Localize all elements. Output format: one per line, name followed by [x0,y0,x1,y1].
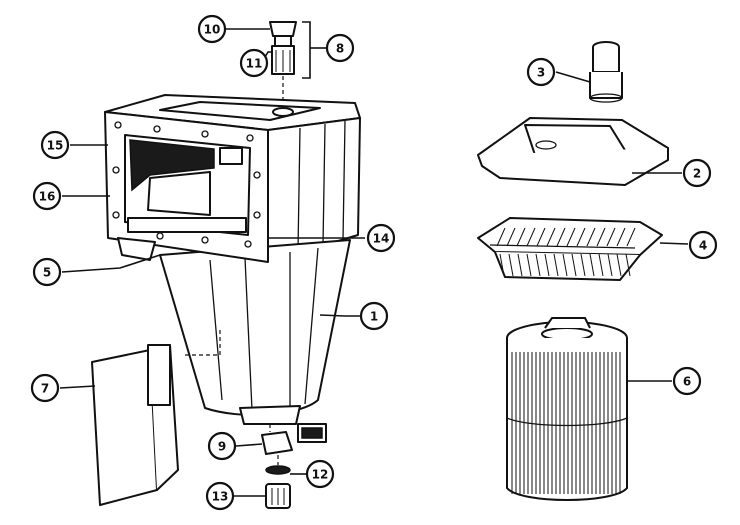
callout-label: 10 [204,23,221,37]
callout-label: 8 [336,42,344,56]
callout-9: 9 [207,431,237,461]
faceplate-part [104,111,269,263]
callout-label: 4 [699,239,707,253]
callout-11: 11 [239,48,269,78]
leader-7 [59,385,96,389]
callout-label: 11 [246,57,263,71]
callout-14: 14 [366,223,396,253]
callout-label: 14 [373,232,390,246]
callout-label: 5 [43,266,51,280]
callout-5: 5 [32,257,62,287]
bracket-8 [302,21,311,79]
callout-label: 16 [39,190,56,204]
callout-label: 9 [218,440,226,454]
basket-part [477,217,663,281]
callout-4: 4 [688,230,718,260]
callout-8: 8 [325,33,355,63]
callout-label: 1 [370,310,378,324]
leader-3 [555,71,591,83]
leader-1 [319,314,360,317]
washer-12-part [265,465,291,475]
callout-6: 6 [672,366,702,396]
callout-13: 13 [205,481,235,511]
callout-7: 7 [30,373,60,403]
callout-label: 3 [537,66,545,80]
callout-label: 2 [693,167,701,181]
callout-label: 7 [41,382,49,396]
lid-part [477,117,669,186]
cartridge-part [506,317,628,501]
callout-15: 15 [40,130,70,160]
fitting-9-part [261,423,327,455]
callout-2: 2 [682,158,712,188]
callout-12: 12 [305,459,335,489]
callout-label: 6 [683,375,691,389]
callout-1: 1 [359,301,389,331]
callout-3: 3 [526,57,556,87]
adapter-part [589,41,623,103]
leader-9 [235,443,263,447]
callout-label: 13 [212,490,229,504]
callout-10: 10 [197,14,227,44]
callout-16: 16 [32,181,62,211]
callout-label: 15 [47,139,64,153]
cap-13-part [265,483,291,509]
leader-4 [659,242,689,245]
weir-part [91,344,179,506]
callout-label: 12 [312,468,329,482]
leader-5 [61,254,161,273]
